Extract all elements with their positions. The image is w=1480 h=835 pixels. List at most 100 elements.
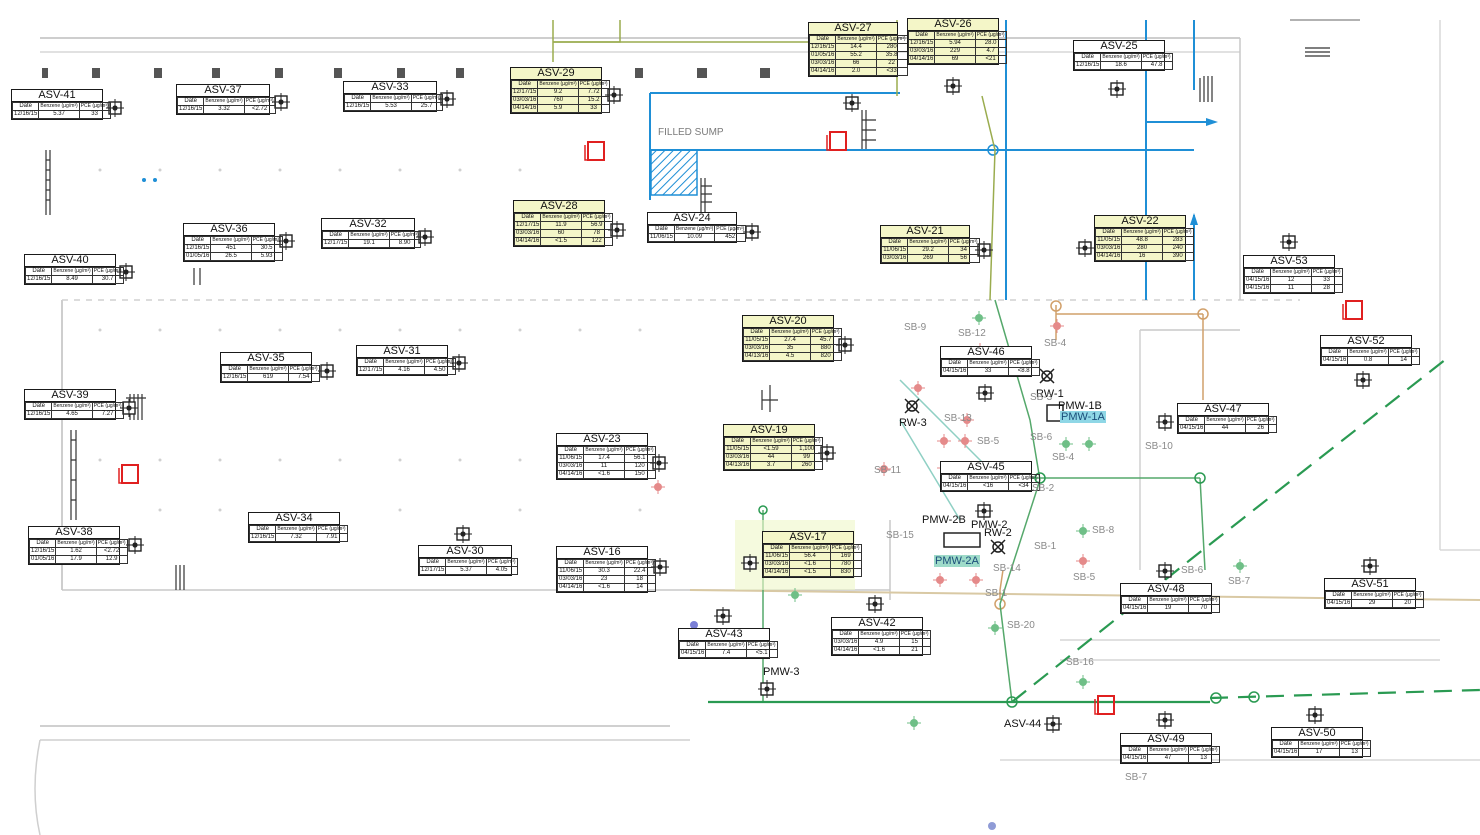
benzene-value: 0.8 [1347,356,1389,365]
sample-point-icon[interactable] [454,525,472,543]
date-header: Date [556,446,585,455]
soil-boring-red-icon[interactable] [937,434,951,448]
drain-icon [1342,300,1363,320]
sample-point-icon[interactable] [450,354,468,372]
pce-value: 45.7 [809,336,842,345]
date-header: Date [880,238,909,247]
soil-boring-green-icon[interactable] [907,716,921,730]
sample-table-title: ASV-45 [941,462,1031,474]
benzene-header: Benzene (µg/m³) [835,35,877,44]
soil-boring-red-icon[interactable] [960,413,974,427]
sample-point-icon[interactable] [1076,239,1094,257]
sample-point-icon[interactable] [1306,706,1324,724]
date-header: Date [418,558,447,567]
sample-table-title: ASV-31 [357,346,447,358]
sample-date: 04/13/16 [723,461,752,470]
sample-point-icon[interactable] [1156,562,1174,580]
map-label: SB-8 [1092,525,1115,536]
sample-table-title: ASV-47 [1178,404,1268,416]
sample-table-title: ASV-22 [1095,216,1185,228]
sample-date: 12/16/15 [1073,61,1102,70]
benzene-header: Benzene (µg/m³) [348,231,390,240]
soil-boring-red-icon[interactable] [911,381,925,395]
soil-boring-green-icon[interactable] [1076,675,1090,689]
sample-point-icon[interactable] [975,241,993,259]
soil-boring-red-icon[interactable] [933,573,947,587]
sample-point-icon[interactable] [976,384,994,402]
benzene-value: 14.4 [835,43,877,52]
soil-boring-green-icon[interactable] [1059,437,1073,451]
benzene-header: Benzene (µg/m³) [1204,416,1246,425]
soil-boring-red-icon[interactable] [969,573,983,587]
benzene-value: 17 [1298,748,1340,757]
sample-table-title: ASV-43 [679,629,769,641]
map-label: SB-7 [1228,576,1251,587]
sample-point-icon[interactable] [1108,80,1126,98]
map-label: SB-1 [985,588,1008,599]
sample-point-icon[interactable] [605,86,623,104]
sample-point-icon[interactable] [1280,233,1298,251]
soil-boring-green-icon[interactable] [1082,437,1096,451]
pce-header: PCE (µg/m³) [714,225,747,234]
soil-boring-red-icon[interactable] [651,480,665,494]
benzene-header: Benzene (µg/m³) [1121,228,1163,237]
pce-value: 7.72 [577,88,610,97]
sample-point-icon[interactable] [866,595,884,613]
sample-point-icon[interactable] [836,336,854,354]
pce-header: PCE (µg/m³) [1161,228,1194,237]
sample-point-icon[interactable] [975,502,993,520]
soil-boring-green-icon[interactable] [972,311,986,325]
soil-boring-red-icon[interactable] [958,434,972,448]
pce-value: <2.72 [243,105,276,114]
benzene-value: 17.4 [583,454,625,463]
pce-value: 22 [875,59,908,68]
soil-boring-green-icon[interactable] [788,588,802,602]
sample-point-icon[interactable] [1361,557,1379,575]
soil-boring-green-icon[interactable] [1233,559,1247,573]
soil-boring-red-icon[interactable] [1050,319,1064,333]
sample-point-icon[interactable] [1156,711,1174,729]
soil-boring-red-icon[interactable] [877,462,891,476]
sample-point-icon[interactable] [741,554,759,572]
sample-point-icon[interactable] [650,454,668,472]
pce-value: 120 [623,462,656,471]
soil-boring-red-icon[interactable] [1076,554,1090,568]
sample-point-icon[interactable] [318,362,336,380]
pce-value: <5.1 [745,649,778,658]
sample-table-title: ASV-29 [511,68,601,80]
sample-point-icon[interactable] [126,536,144,554]
soil-boring-green-icon[interactable] [1076,524,1090,538]
sample-point-icon[interactable] [758,680,776,698]
sample-date: 04/15/16 [1320,356,1349,365]
sample-point-icon[interactable] [743,223,761,241]
pce-value: 7.91 [315,533,348,542]
sample-point-icon[interactable] [1044,715,1062,733]
date-header: Date [321,231,350,240]
benzene-value: 7.32 [275,533,317,542]
soil-boring-green-icon[interactable] [988,621,1002,635]
sample-point-icon[interactable] [1354,371,1372,389]
sample-point-icon[interactable] [944,77,962,95]
sample-point-icon[interactable] [651,558,669,576]
benzene-header: Benzene (µg/m³) [203,97,245,106]
pce-value: 22.4 [623,567,656,576]
sample-point-icon[interactable] [843,94,861,112]
sample-point-icon[interactable] [714,607,732,625]
sample-table-title: ASV-26 [908,19,998,31]
sample-point-icon[interactable] [1156,413,1174,431]
sample-point-icon[interactable] [277,232,295,250]
